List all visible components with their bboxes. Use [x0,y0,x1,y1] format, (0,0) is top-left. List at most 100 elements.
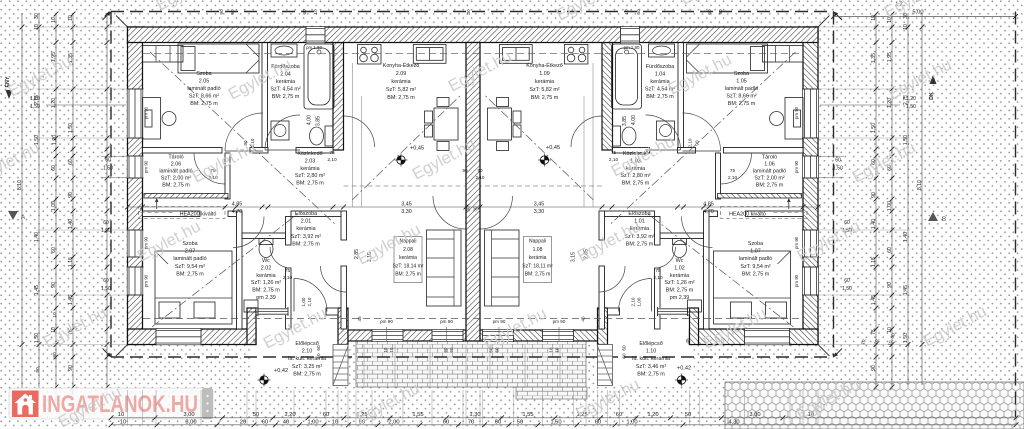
svg-text:BM: 2,75 m: BM: 2,75 m [728,101,756,107]
svg-text:1,50: 1,50 [903,135,909,145]
svg-text:SzT: 4,54 m²: SzT: 4,54 m² [270,87,300,93]
svg-text:1.08: 1.08 [533,247,543,253]
svg-text:BM: 2,75 m: BM: 2,75 m [525,272,551,278]
svg-text:90: 90 [871,192,877,198]
svg-text:8,10: 8,10 [17,180,23,190]
svg-text:2,10: 2,10 [283,275,293,281]
svg-text:60: 60 [302,9,308,15]
svg-text:10: 10 [887,327,893,333]
svg-text:3,85: 3,85 [316,116,322,126]
svg-text:2,85: 2,85 [354,249,360,259]
svg-text:60: 60 [316,353,321,359]
svg-text:SzT: 2,00 m²: SzT: 2,00 m² [754,176,784,182]
svg-text:Wc: Wc [676,258,684,264]
svg-text:60: 60 [103,220,109,226]
svg-text:30: 30 [473,206,478,212]
svg-text:kerámia: kerámia [630,226,649,232]
svg-text:SzT: 4,54 m²: SzT: 4,54 m² [645,87,675,93]
svg-text:1,45: 1,45 [34,285,40,295]
svg-text:pm 90: pm 90 [144,236,149,249]
svg-text:60: 60 [622,353,627,359]
svg-text:BM: 2,75 m: BM: 2,75 m [293,371,321,377]
svg-text:SzT: 5,82 m²: SzT: 5,82 m² [529,87,559,93]
svg-text:Fürdőszoba: Fürdőszoba [271,64,299,70]
svg-text:2,10: 2,10 [250,138,255,147]
svg-text:90: 90 [695,140,700,146]
svg-text:1,40: 1,40 [871,219,877,229]
svg-text:INGATLANOK.HU: INGATLANOK.HU [42,391,198,418]
svg-text:Szoba: Szoba [196,71,211,77]
svg-text:1,20: 1,20 [51,98,57,108]
svg-text:pm 90: pm 90 [553,319,566,324]
svg-text:45: 45 [253,338,259,344]
svg-text:2,10: 2,10 [631,297,636,306]
svg-text:3,00: 3,00 [183,412,194,418]
svg-text:BM: 2,75 m: BM: 2,75 m [626,241,654,247]
svg-text:90: 90 [219,9,225,15]
svg-text:BM: 2,75 m: BM: 2,75 m [176,271,204,277]
svg-text:3,30: 3,30 [534,209,545,215]
svg-text:Szoba: Szoba [182,241,197,247]
svg-text:1,2: 1,2 [895,2,902,8]
svg-text:kerámia: kerámia [626,166,645,172]
svg-text:3,85: 3,85 [622,116,628,126]
svg-text:1.10: 1.10 [646,349,657,355]
svg-text:2,75: 2,75 [903,95,909,105]
svg-text:8,10: 8,10 [917,180,923,190]
svg-text:50: 50 [685,412,691,418]
svg-text:1,55: 1,55 [522,412,533,418]
svg-text:2.06: 2.06 [171,162,182,168]
svg-text:60: 60 [230,9,236,15]
svg-text:10, 30: 10, 30 [887,332,897,347]
svg-text:1,35: 1,35 [871,53,877,63]
svg-text:laminált padló: laminált padló [173,256,206,262]
svg-text:Fürdőszoba: Fürdőszoba [646,64,674,70]
svg-text:50: 50 [359,419,365,425]
svg-text:10: 10 [332,419,338,425]
svg-text:10: 10 [313,9,319,15]
svg-text:2.08: 2.08 [403,247,413,253]
svg-text:10,: 10, [860,337,868,345]
svg-text:5,00: 5,00 [912,10,923,16]
svg-text:2.09: 2.09 [396,71,407,77]
svg-text:3,15: 3,15 [571,252,577,262]
svg-text:3,00: 3,00 [185,419,196,425]
svg-text:pm 1,80: pm 1,80 [624,45,640,50]
svg-text:10: 10 [120,419,126,425]
svg-text:BM: 2,75 m: BM: 2,75 m [637,371,665,377]
svg-text:BM: 2,75 m: BM: 2,75 m [190,101,218,107]
svg-text:3,00: 3,00 [749,412,760,418]
svg-text:BM: 2,75 m: BM: 2,75 m [395,272,421,278]
svg-text:pm 1,80: pm 1,80 [306,45,322,50]
svg-text:1,45: 1,45 [68,295,74,305]
svg-text:2.03: 2.03 [305,158,316,164]
svg-text:BM: 2,75 m: BM: 2,75 m [666,288,694,294]
svg-text:10: 10 [624,9,630,15]
svg-text:1,50: 1,50 [34,135,40,145]
svg-text:kerámia: kerámia [300,166,319,172]
svg-text:1,50: 1,50 [550,419,561,425]
svg-text:2.10: 2.10 [302,349,313,355]
svg-text:1,95: 1,95 [887,52,893,62]
svg-text:kerámia: kerámia [670,273,689,279]
svg-text:1.04: 1.04 [655,72,666,78]
svg-text:pm 90: pm 90 [144,160,149,173]
svg-text:pm 90: pm 90 [144,106,149,119]
svg-text:2,10: 2,10 [307,297,312,306]
svg-text:3,45: 3,45 [534,202,545,208]
svg-text:60: 60 [489,347,494,352]
svg-text:Tároló: Tároló [168,155,183,161]
svg-text:laminált padló: laminált padló [159,169,192,175]
svg-text:30: 30 [34,13,40,19]
svg-text:Előszoba: Előszoba [295,211,317,217]
svg-text:60: 60 [844,278,850,284]
svg-text:1,00: 1,00 [51,201,57,211]
svg-text:75: 75 [655,268,661,274]
svg-text:1,50: 1,50 [903,333,909,343]
svg-text:SzT: 3,92 m²: SzT: 3,92 m² [291,234,321,240]
svg-text:1,20: 1,20 [52,135,58,145]
svg-text:1,45: 1,45 [903,285,909,295]
svg-text:1,00: 1,00 [301,297,306,306]
svg-text:2,10: 2,10 [653,275,663,281]
svg-text:90: 90 [718,9,724,15]
